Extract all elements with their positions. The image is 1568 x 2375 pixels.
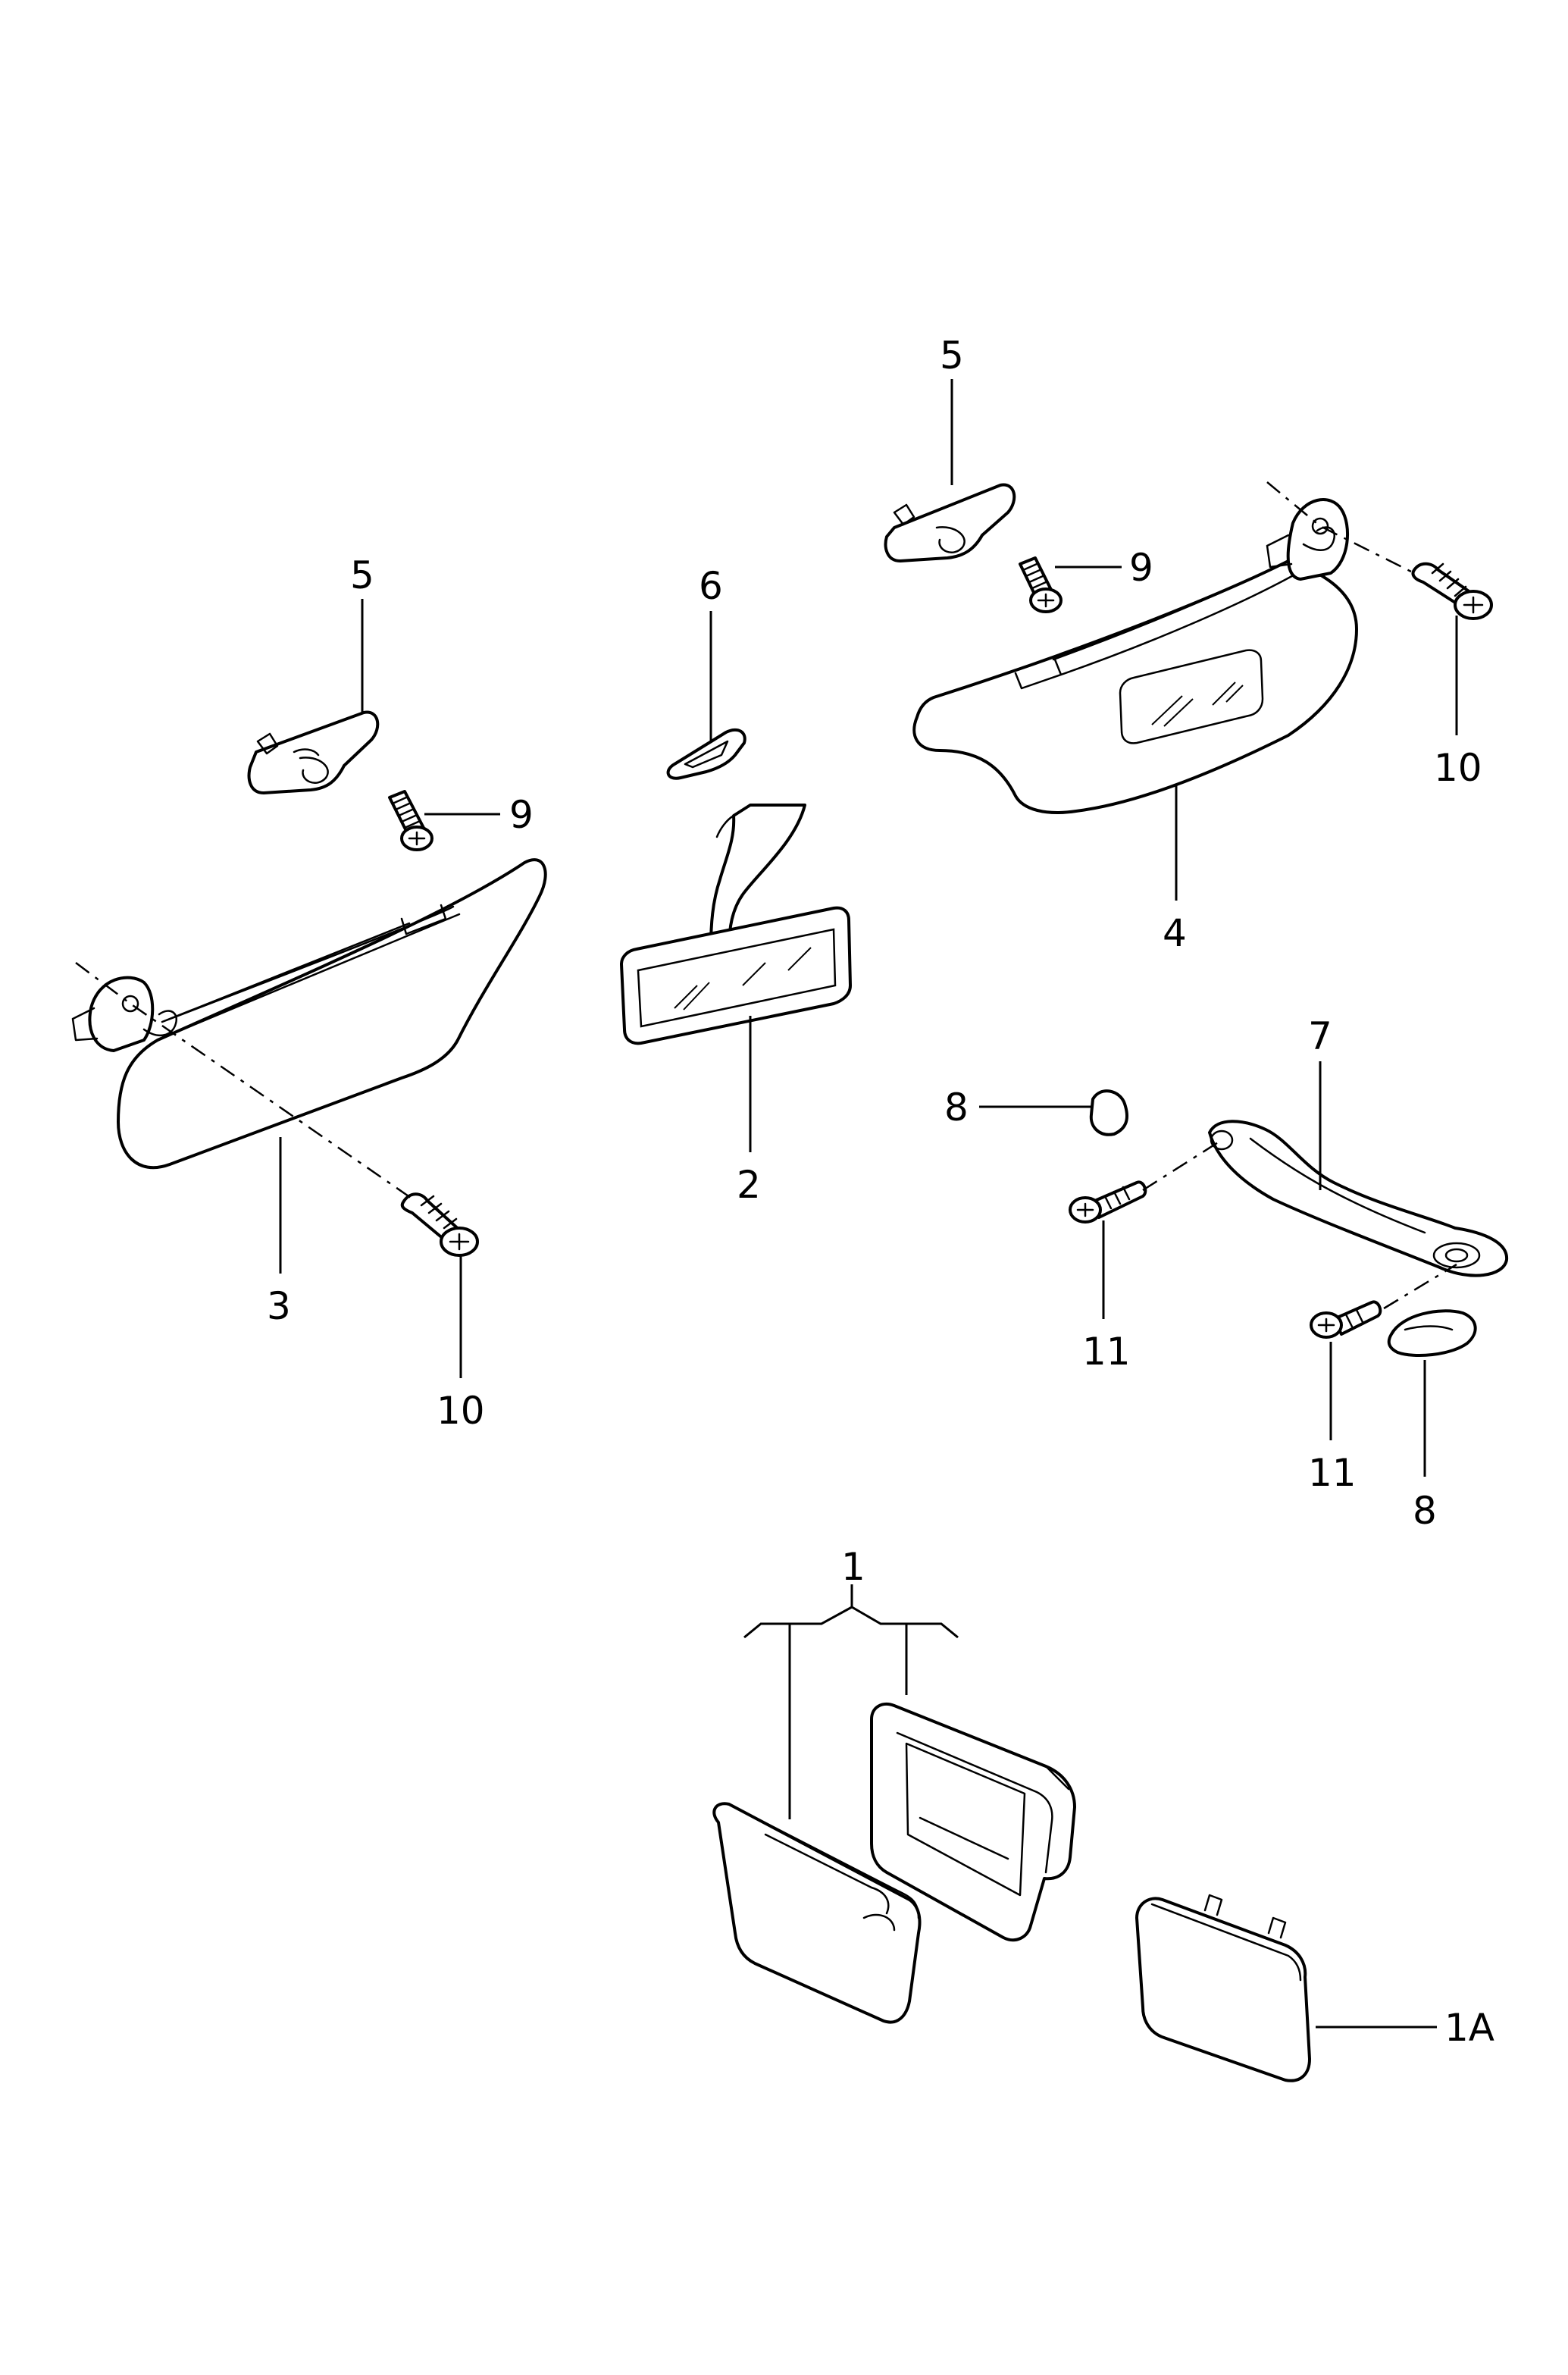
callout-10-left: 10 [437,1389,485,1433]
screw-9-right [1019,556,1063,613]
mirror-clip [666,728,746,780]
screw-10-right [1411,562,1493,620]
callout-4: 4 [1163,911,1187,955]
callout-1: 1 [841,1545,865,1589]
screw-11-left [1069,1180,1147,1224]
sun-visor-left [71,858,547,1170]
visor-clip-left [247,710,380,794]
sun-visor-right [912,498,1358,814]
ashtray-insert [712,1802,922,2024]
ashtray-housing [870,1703,1076,1942]
callout-2: 2 [737,1163,761,1207]
screw-11-right [1310,1300,1382,1339]
cap-8-top [1089,1089,1128,1136]
callout-8-bottom: 8 [1413,1489,1437,1533]
leader-lines [279,379,1458,2029]
callout-8-top: 8 [944,1086,969,1130]
screw-9-left [388,790,433,851]
grab-handle [1208,1120,1509,1277]
callout-3: 3 [267,1284,291,1328]
callout-6: 6 [699,564,723,608]
rear-view-mirror [620,804,852,1045]
callout-1a: 1A [1444,2006,1494,2050]
callout-5-left: 5 [350,553,374,597]
cap-8-bottom [1387,1309,1477,1357]
callout-11-left: 11 [1082,1330,1131,1374]
callout-10-right: 10 [1434,746,1482,790]
callout-9-right: 9 [1129,546,1153,590]
callout-11-right: 11 [1308,1451,1357,1495]
screw-10-left [400,1192,479,1257]
callout-5-right: 5 [940,334,964,378]
ashtray-cover [1135,1894,1311,2082]
visor-clip-right [884,483,1016,562]
callout-9-left: 9 [509,793,534,837]
callout-7: 7 [1308,1014,1332,1058]
